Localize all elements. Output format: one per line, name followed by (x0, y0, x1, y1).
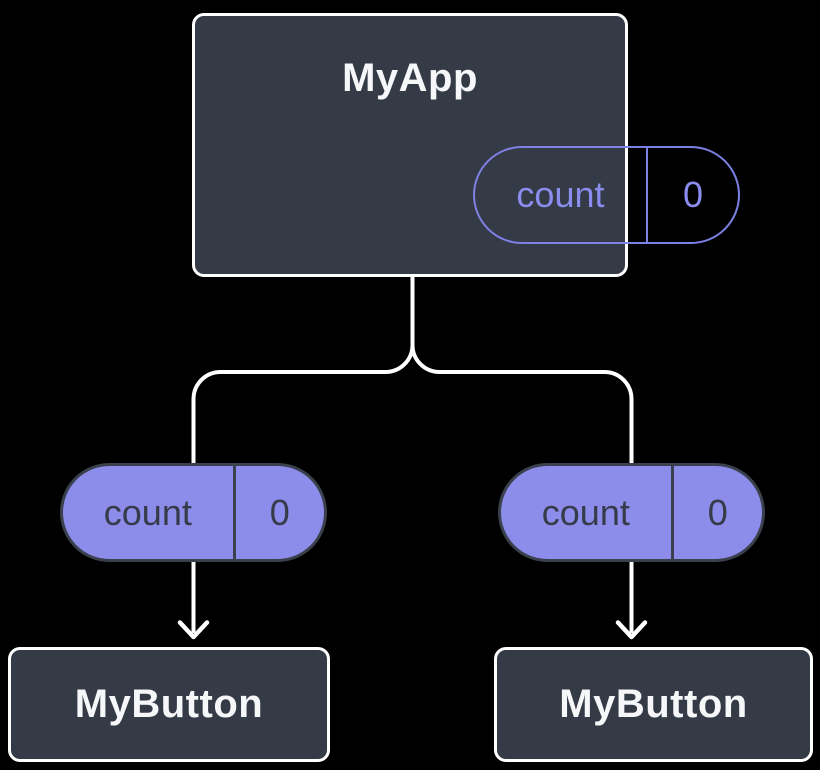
arrow-down-icon (177, 620, 210, 640)
prop-pill-left: count 0 (60, 463, 327, 562)
arrow-down-icon (615, 620, 648, 640)
connector-branch-right (410, 343, 634, 466)
node-mybutton-label: MyButton (74, 682, 264, 726)
state-pill-value: 0 (682, 174, 703, 215)
prop-pill-right: count 0 (498, 463, 765, 562)
prop-pill-value: 0 (269, 491, 290, 533)
node-mybutton-left: MyButton (8, 647, 330, 762)
connector-branch-left (191, 343, 415, 466)
prop-pill-value: 0 (707, 491, 728, 533)
prop-pill-name: count (501, 466, 674, 559)
node-mybutton-label: MyButton (559, 682, 748, 726)
node-mybutton-right: MyButton (494, 647, 813, 762)
node-myapp: MyApp count 0 (192, 13, 740, 277)
state-pill-myapp: count 0 (473, 146, 740, 244)
node-myapp-label: MyApp (342, 56, 478, 100)
state-pill-name: count (475, 148, 648, 242)
prop-pill-name: count (63, 466, 236, 559)
